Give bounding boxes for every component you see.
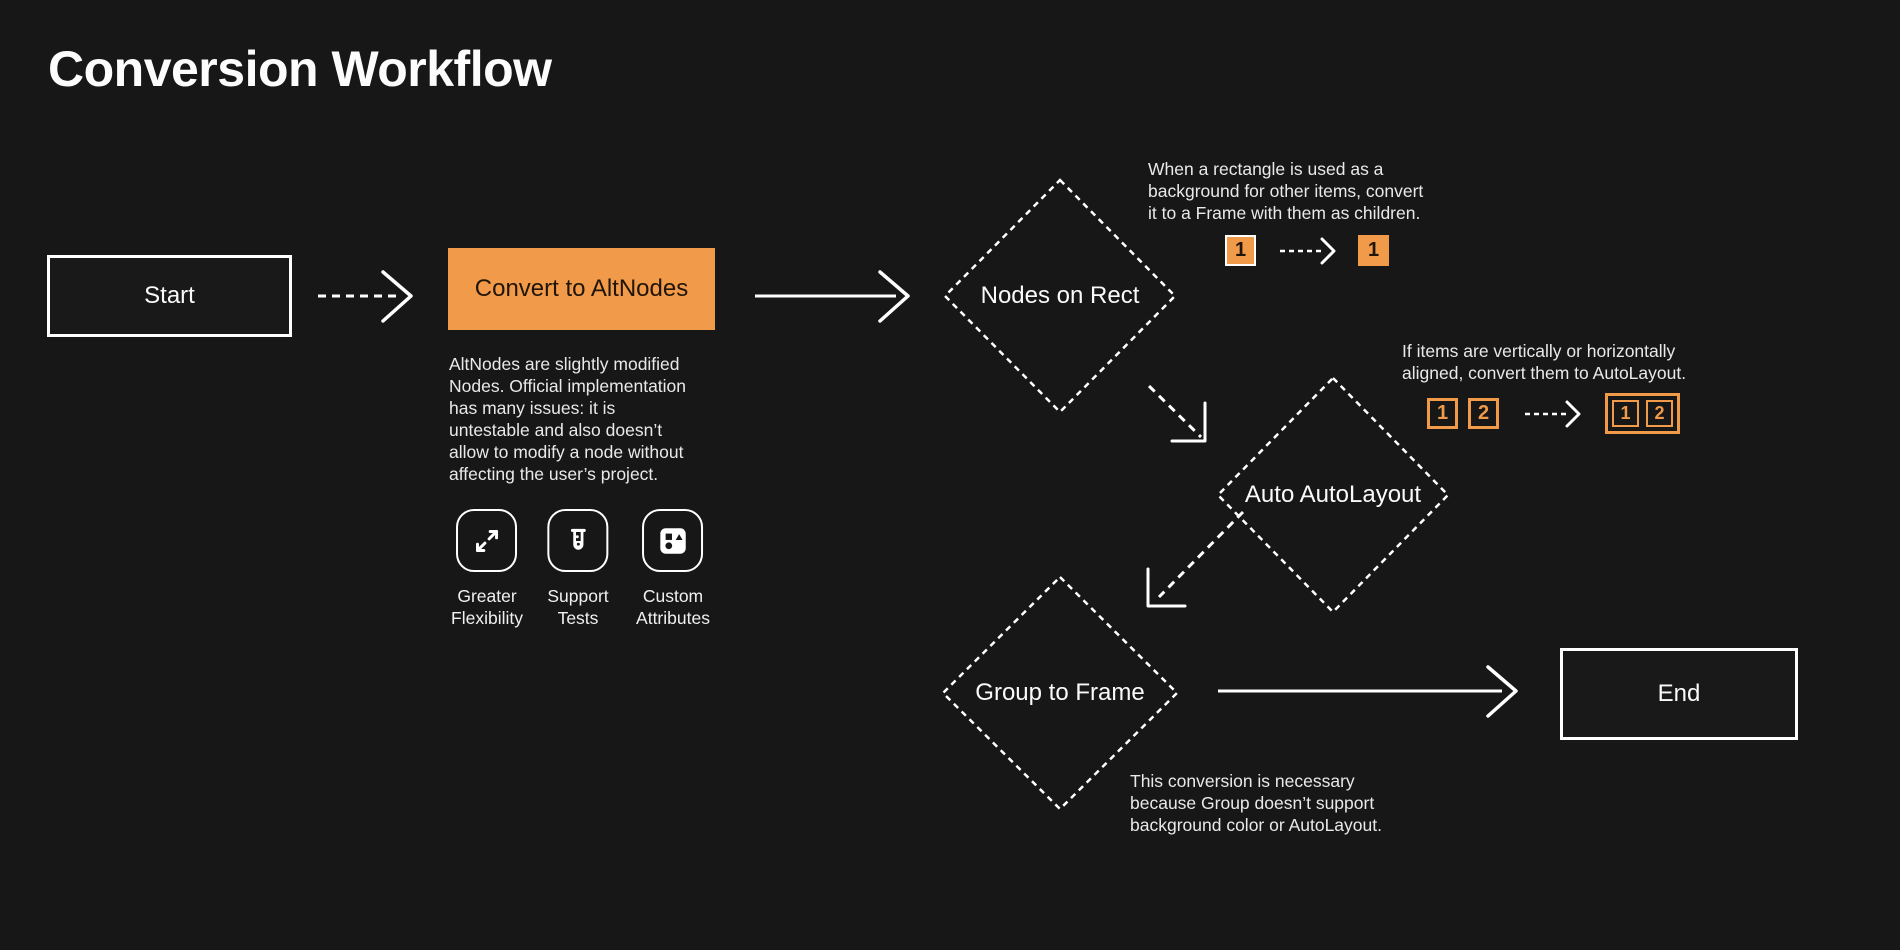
feature-label: Custom Attributes bbox=[636, 586, 710, 628]
auto-autolayout-label: Auto AutoLayout bbox=[1244, 481, 1422, 508]
arrow-start-to-convert bbox=[318, 270, 413, 323]
nodes-on-rect-label: Nodes on Rect bbox=[980, 282, 1140, 309]
shapes-icon bbox=[660, 527, 686, 554]
item-before-1: 1 bbox=[1427, 398, 1458, 429]
item-before-1-number: 1 bbox=[1436, 402, 1449, 424]
end-node-label: End bbox=[1657, 680, 1701, 707]
rect-to-frame-example: 1 1 bbox=[1225, 235, 1389, 266]
convert-to-altnodes-node: Convert to AltNodes bbox=[448, 248, 715, 330]
expand-arrows-icon bbox=[475, 529, 499, 552]
item-after-1: 1 bbox=[1612, 400, 1639, 427]
item-before-2-number: 2 bbox=[1477, 402, 1490, 424]
arrow-auto-autolayout-to-group-to-frame bbox=[1146, 510, 1245, 608]
frame-item-after-number: 1 bbox=[1367, 239, 1380, 261]
nodes-on-rect-note: When a rectangle is used as a background… bbox=[1148, 159, 1424, 223]
altnodes-description: AltNodes are slightly modified Nodes. Of… bbox=[449, 354, 687, 484]
arrow-group-to-frame-to-end bbox=[1218, 665, 1518, 718]
group-to-frame-label: Group to Frame bbox=[975, 679, 1145, 706]
expand-arrows-icon bbox=[456, 509, 518, 572]
feature-greater-flexibility: Greater Flexibility bbox=[451, 509, 523, 629]
autolayout-example: 1 2 1 2 bbox=[1427, 393, 1680, 434]
end-node: End bbox=[1560, 648, 1798, 740]
auto-autolayout-note: If items are vertically or horizontally … bbox=[1402, 341, 1687, 383]
arrow-nodes-on-rect-to-auto-autolayout bbox=[1147, 384, 1207, 443]
rect-item-before: 1 bbox=[1225, 235, 1256, 266]
dashed-arrow-icon bbox=[1525, 400, 1581, 427]
convert-to-altnodes-label: Convert to AltNodes bbox=[474, 275, 689, 302]
dashed-arrow-icon bbox=[1280, 237, 1336, 264]
autolayout-container-after: 1 2 bbox=[1605, 393, 1680, 434]
item-after-2: 2 bbox=[1646, 400, 1673, 427]
start-node: Start bbox=[47, 255, 292, 337]
page-title: Conversion Workflow bbox=[48, 41, 552, 97]
arrow-convert-to-nodes-on-rect bbox=[755, 270, 910, 323]
frame-item-after: 1 bbox=[1358, 235, 1389, 266]
feature-label: Greater Flexibility bbox=[451, 586, 523, 628]
rect-item-before-number: 1 bbox=[1234, 239, 1247, 261]
test-tube-icon bbox=[570, 528, 586, 550]
group-to-frame-note: This conversion is necessary because Gro… bbox=[1130, 771, 1382, 835]
items-before-group: 1 2 bbox=[1427, 398, 1499, 429]
shapes-icon bbox=[642, 509, 704, 572]
feature-custom-attributes: Custom Attributes bbox=[636, 509, 710, 629]
feature-support-tests: Support Tests bbox=[547, 509, 609, 629]
item-after-1-number: 1 bbox=[1620, 403, 1631, 423]
item-before-2: 2 bbox=[1468, 398, 1499, 429]
item-after-2-number: 2 bbox=[1654, 403, 1665, 423]
feature-label: Support Tests bbox=[547, 586, 609, 628]
start-node-label: Start bbox=[144, 282, 195, 309]
test-tube-icon bbox=[547, 509, 609, 572]
